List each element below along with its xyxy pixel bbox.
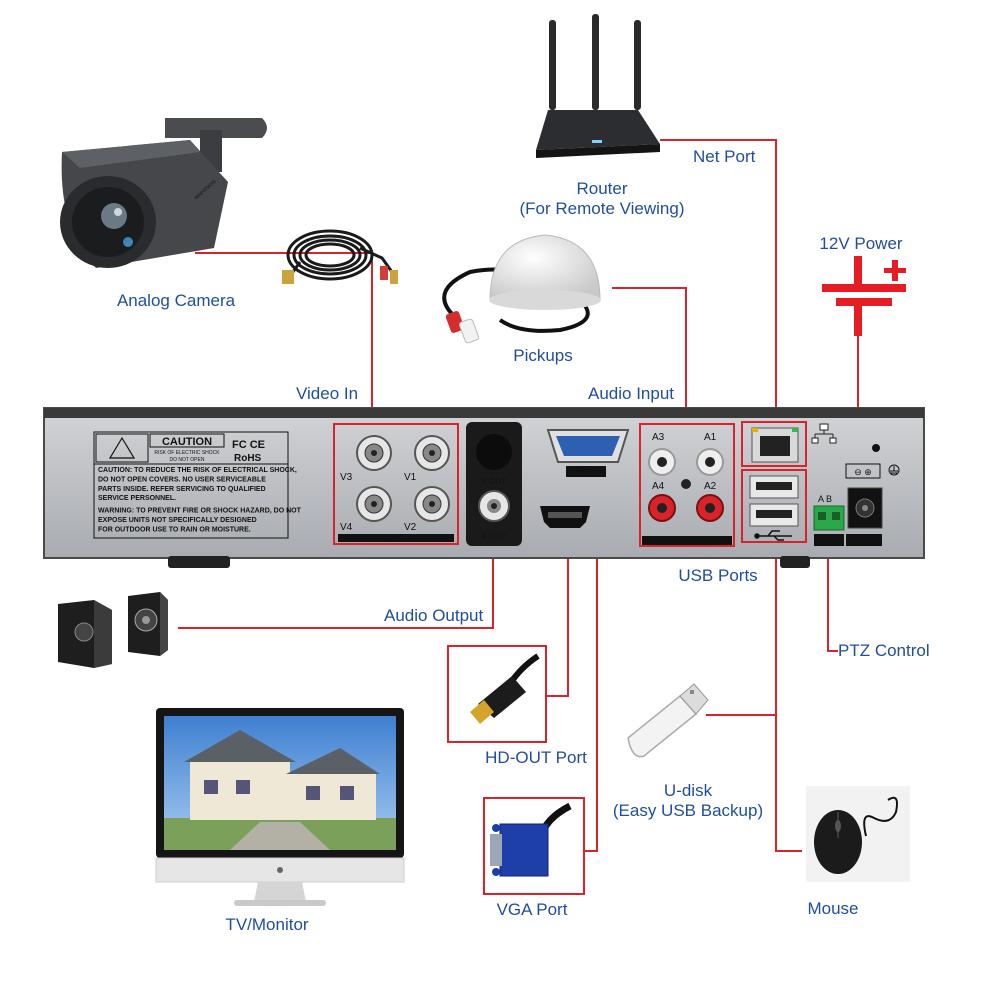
- audio-output-label: Audio Output: [384, 606, 484, 625]
- line-pickups-audio: [612, 287, 687, 424]
- rohs-mark: RoHS: [234, 453, 262, 464]
- net-port[interactable]: [741, 421, 807, 467]
- analog-camera-image: NINIVISION: [60, 118, 267, 268]
- caution-sub1: RISK OF ELECTRIC SHOCK: [154, 450, 220, 456]
- audio-port-label-a2: A2: [704, 481, 717, 492]
- udisk-sublabel: (Easy USB Backup): [612, 801, 764, 820]
- vga-tag: VGA: [576, 467, 595, 477]
- router-sublabel: (For Remote Viewing): [519, 199, 685, 218]
- caution-title: CAUTION: [162, 436, 212, 448]
- vga-cable-image: [483, 797, 585, 895]
- ptz-control-label: PTZ Control: [838, 641, 930, 660]
- audio-port-label-a1: A1: [704, 432, 717, 443]
- caution-text-line: WARNING: TO PREVENT FIRE OR SHOCK HAZARD…: [98, 508, 302, 515]
- rca-a1[interactable]: [696, 448, 724, 476]
- video-port-label-v2: V2: [404, 522, 417, 533]
- line-usb-trunk: [775, 552, 802, 852]
- usb-port-1[interactable]: [749, 475, 799, 499]
- dc12v-label: DC 12V: [852, 538, 877, 545]
- usb-icon: [754, 530, 792, 541]
- pickups-label: Pickups: [513, 346, 573, 365]
- connection-lines: [178, 139, 859, 852]
- router-label: Router: [576, 179, 628, 198]
- network-icon: [811, 423, 837, 444]
- video-in-group: VIDEO IN V3 V1 V4 V2: [333, 423, 459, 545]
- rs485-ab-label: A B: [818, 494, 832, 504]
- bnc-v2[interactable]: [414, 486, 450, 522]
- video-port-label-v3: V3: [340, 472, 353, 483]
- power-symbol-icon: [822, 256, 906, 336]
- caution-text: CAUTION: TO REDUCE THE RISK OF ELECTRICA…: [98, 467, 302, 533]
- dvr-back-panel: CAUTION RISK OF ELECTRIC SHOCK DO NOT OP…: [43, 407, 925, 568]
- rca-a3[interactable]: [648, 448, 676, 476]
- video-in-label: Video In: [296, 384, 359, 403]
- line-ptz: [827, 528, 838, 652]
- usb-port-2[interactable]: [749, 503, 799, 527]
- dc-power-port[interactable]: ⊖ ⊕ DC 12V: [845, 463, 883, 546]
- fc-ce-mark: FC CE: [232, 439, 265, 451]
- analog-camera-label: Analog Camera: [116, 291, 236, 310]
- coax-cable-image: [282, 229, 398, 284]
- line-router-net: [660, 139, 777, 420]
- caution-label: CAUTION RISK OF ELECTRIC SHOCK DO NOT OP…: [93, 431, 302, 539]
- rca-a4[interactable]: [648, 494, 676, 522]
- hdmi-cable-image: [447, 645, 547, 743]
- power-label: 12V Power: [819, 234, 903, 253]
- usb-ports-label: USB Ports: [678, 566, 758, 585]
- udisk-label: U-disk: [663, 781, 713, 800]
- rs485-port[interactable]: A B RS485: [813, 494, 845, 546]
- audio-port-label-a3: A3: [652, 432, 665, 443]
- vout-aout-group: V-OUT A-OUT: [466, 422, 522, 546]
- rs485-label: RS485: [818, 538, 840, 545]
- caution-text-line: EXPOSE UNITS NOT SPECIFICALLY DESIGNED: [98, 517, 257, 524]
- caution-sub2: DO NOT OPEN: [170, 457, 205, 463]
- caution-text-line: PARTS INSIDE. REFER SERVICING TO QUALIFI…: [98, 486, 266, 493]
- speakers-image: [58, 592, 168, 668]
- audio-in-group: AUDIO IN A3 A1 A4 A2: [639, 423, 735, 547]
- v-out-label: V-OUT: [482, 477, 507, 486]
- bnc-a-out[interactable]: [478, 490, 510, 522]
- audio-input-label: Audio Input: [588, 384, 675, 403]
- router-image: [536, 14, 660, 158]
- bnc-v4[interactable]: [356, 486, 392, 522]
- bnc-v3[interactable]: [356, 435, 392, 471]
- vga-port[interactable]: VGA: [546, 429, 630, 477]
- caution-text-line: DO NOT OPEN COVERS. NO USER SERVICEABLE: [98, 476, 266, 483]
- tv-monitor-image: [155, 708, 405, 906]
- mouse-image: [806, 786, 910, 882]
- audio-port-label-a4: A4: [652, 481, 665, 492]
- video-port-label-v4: V4: [340, 522, 353, 533]
- vga-port-label: VGA Port: [496, 900, 568, 919]
- hd-out-port-label: HD-OUT Port: [485, 748, 587, 767]
- rca-a2[interactable]: [696, 494, 724, 522]
- caution-text-line: CAUTION: TO REDUCE THE RISK OF ELECTRICA…: [98, 467, 297, 474]
- line-vga: [584, 462, 598, 852]
- video-in-tag: VIDEO IN: [378, 534, 413, 543]
- audio-in-tag: AUDIO IN: [669, 537, 705, 546]
- hdmi-port[interactable]: [540, 506, 590, 528]
- video-port-label-v1: V1: [404, 472, 417, 483]
- mouse-label: Mouse: [807, 899, 859, 918]
- ground-icon: [888, 464, 900, 476]
- a-out-label: A-OUT: [482, 532, 507, 541]
- caution-text-line: SERVICE PERSONNEL.: [98, 495, 176, 502]
- tv-monitor-label: TV/Monitor: [225, 915, 309, 934]
- pickups-image: [442, 234, 601, 344]
- caution-text-line: FOR OUTDOOR USE TO RAIN OR MOISTURE.: [98, 526, 251, 533]
- usb-ports-group: [741, 469, 807, 543]
- net-port-label: Net Port: [693, 147, 756, 166]
- svg-text:⊖ ⊕: ⊖ ⊕: [854, 467, 872, 477]
- udisk-image: [627, 683, 709, 758]
- bnc-v1[interactable]: [414, 435, 450, 471]
- line-hdout: [547, 527, 569, 697]
